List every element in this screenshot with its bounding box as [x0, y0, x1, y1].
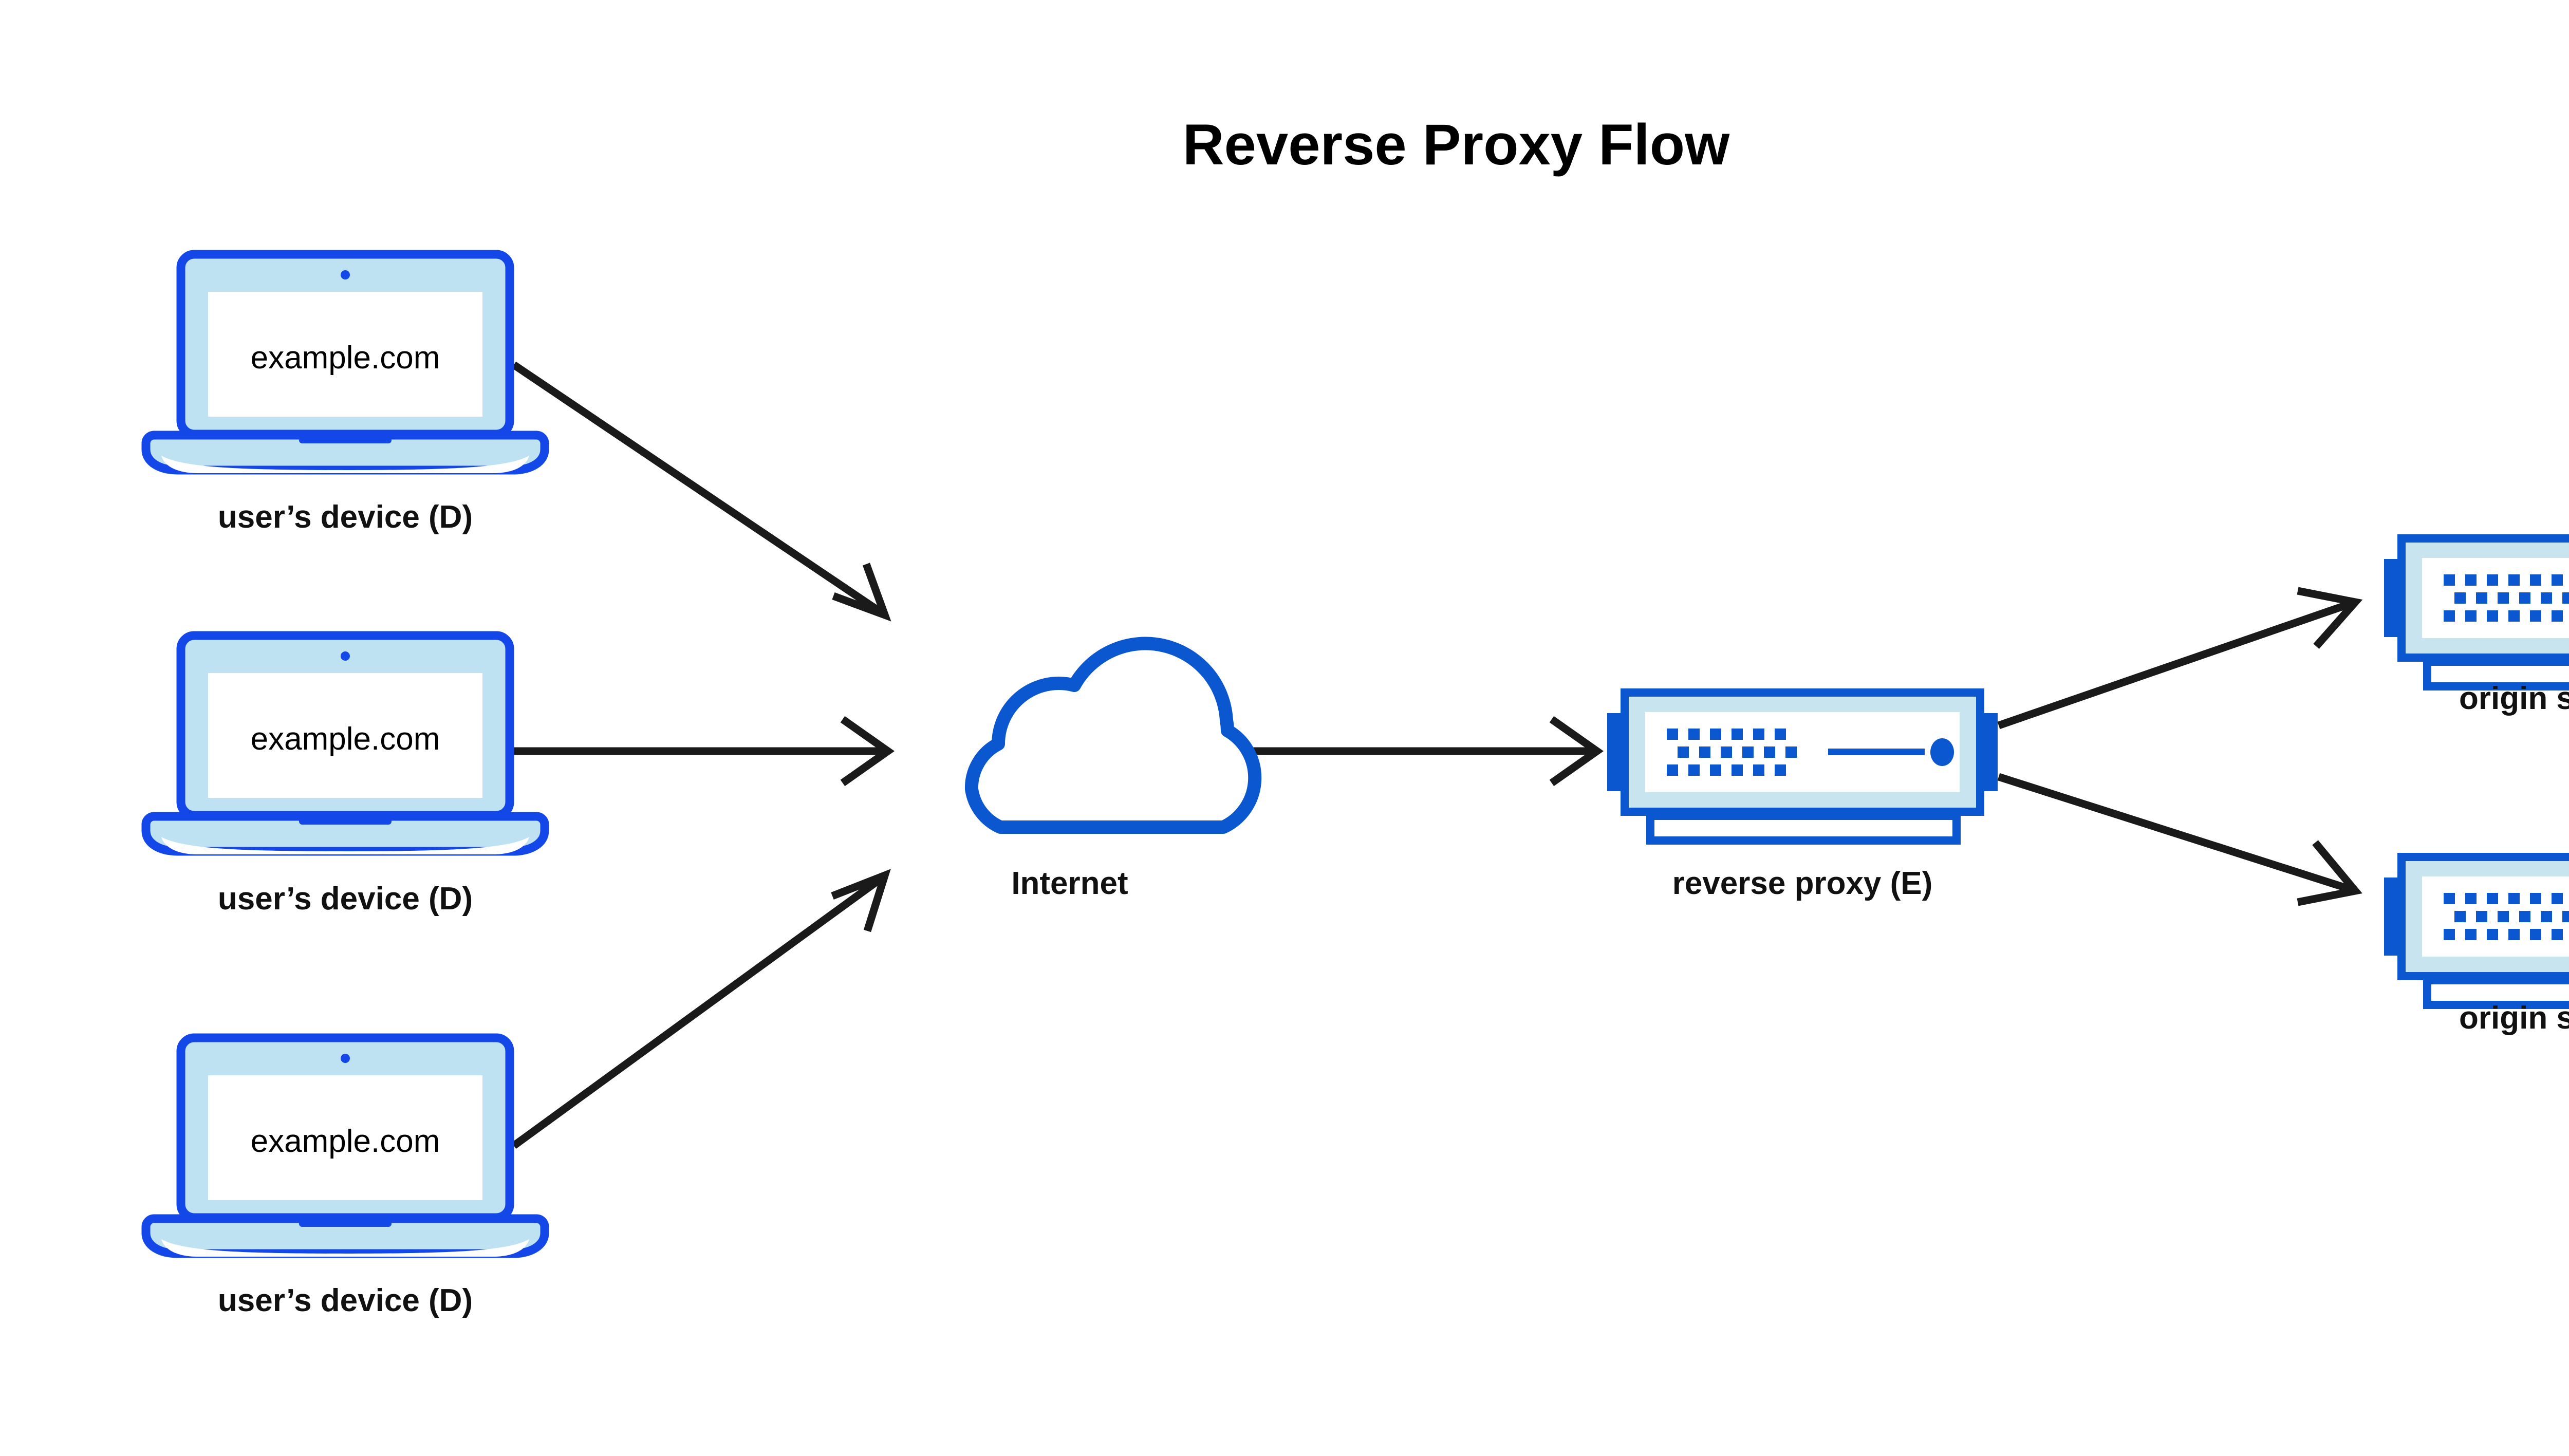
node-label-reverse-proxy: reverse proxy (E) — [1672, 866, 1933, 901]
edge-layer — [511, 361, 2363, 1149]
node-label-client-bottom: user’s device (D) — [218, 1283, 473, 1318]
node-label-client-middle: user’s device (D) — [218, 881, 473, 917]
node-client-top[interactable]: example.com user’s device (D) — [146, 254, 545, 535]
node-client-bottom[interactable]: example.com user’s device (D) — [146, 1038, 545, 1318]
node-label-client-top: user’s device (D) — [218, 499, 473, 535]
node-label-internet: Internet — [1011, 866, 1128, 901]
page-title: Reverse Proxy Flow — [1183, 113, 1730, 177]
node-origin-top[interactable]: origin server (F) — [2384, 538, 2569, 716]
edge-proxy-to-origin-bottom — [1997, 773, 2362, 906]
node-label-origin-top: origin server (F) — [2459, 681, 2569, 716]
node-client-middle[interactable]: example.com user’s device (D) — [146, 636, 545, 917]
node-origin-bottom[interactable]: origin server (F) — [2384, 857, 2569, 1036]
edge-internet-to-proxy — [1249, 716, 1604, 787]
node-internet[interactable]: Internet — [972, 644, 1255, 901]
edge-client-middle-to-internet — [514, 716, 895, 787]
server-icon — [1607, 693, 1998, 841]
laptop-screen-text: example.com — [251, 340, 440, 376]
edge-client-bottom-to-internet — [511, 869, 891, 1149]
node-reverse-proxy[interactable]: reverse proxy (E) — [1607, 693, 1998, 901]
node-label-origin-bottom: origin server (F) — [2459, 1000, 2569, 1036]
laptop-screen-text: example.com — [251, 1124, 440, 1159]
laptop-screen-text: example.com — [251, 721, 440, 757]
edge-proxy-to-origin-top — [1997, 587, 2363, 730]
edge-client-top-to-internet — [511, 361, 891, 622]
